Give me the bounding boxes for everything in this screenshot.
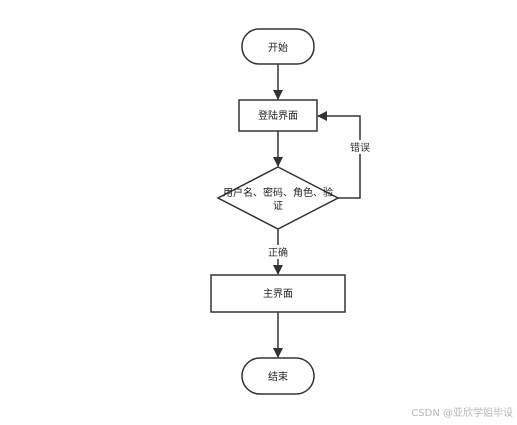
start-node: 开始: [241, 28, 315, 65]
error-edge-label: 错误: [350, 141, 370, 154]
arrow-error-loop: [317, 111, 361, 199]
credential-check-label-line2: 证: [273, 200, 283, 212]
credential-check-label-line1: 用户名、密码、角色、验: [223, 186, 333, 199]
end-label: 结束: [268, 370, 288, 383]
main-screen-node: 主界面: [210, 274, 346, 313]
login-screen-node: 登陆界面: [238, 99, 318, 132]
correct-label-bg: [265, 245, 291, 259]
watermark-text: CSDN @亚欣学姐毕设: [411, 408, 513, 419]
error-label-bg: [347, 140, 373, 154]
correct-edge-label: 正确: [268, 246, 288, 259]
login-screen-label: 登陆界面: [258, 109, 298, 122]
start-label: 开始: [268, 41, 288, 54]
credential-check-node: 用户名、密码、角色、验 证: [216, 166, 340, 230]
main-screen-label: 主界面: [263, 288, 293, 300]
end-node: 结束: [241, 357, 315, 395]
